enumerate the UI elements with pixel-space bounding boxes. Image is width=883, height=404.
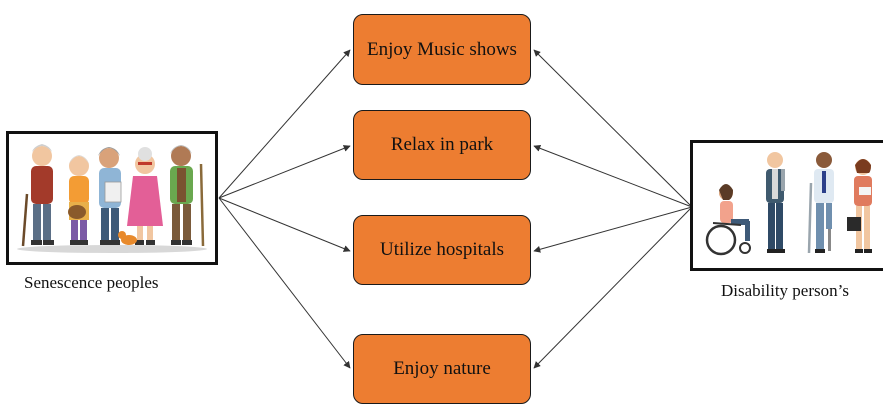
activity-box-nature: Enjoy nature: [353, 334, 531, 404]
elderly-hiker-figure: [170, 145, 205, 247]
arrow-elderly-to-hospitals: [218, 197, 351, 252]
disabled-people-illustration: [690, 140, 883, 271]
activity-box-park: Relax in park: [353, 110, 531, 180]
activity-label: Enjoy nature: [393, 358, 491, 379]
prosthetic-arm-man-figure: [766, 152, 785, 253]
arm-sling-woman-figure: [847, 159, 872, 253]
activity-label: Enjoy Music shows: [367, 38, 517, 60]
wheelchair-user-figure: [705, 184, 751, 256]
arrow-elderly-to-music: [218, 49, 351, 199]
arrow-elderly-to-nature: [218, 197, 351, 369]
arrow-elderly-to-park: [218, 145, 351, 199]
activity-box-hospitals: Utilize hospitals: [353, 215, 531, 285]
elderly-woman-figure: [68, 155, 89, 245]
elderly-group-illustration: [6, 131, 218, 265]
arrow-disabled-to-park: [533, 145, 693, 208]
activity-label: Relax in park: [390, 134, 494, 155]
arrow-disabled-to-music: [533, 49, 693, 208]
elderly-reader-figure: [98, 147, 122, 245]
elderly-pink-dress-figure: [118, 147, 163, 245]
elderly-group-caption: Senescence peoples: [24, 273, 159, 292]
elderly-man-figure: [21, 144, 54, 247]
arrow-disabled-to-nature: [533, 206, 693, 369]
activity-label: Utilize hospitals: [379, 239, 504, 260]
disabled-group-caption: Disability person’s: [721, 281, 849, 300]
prosthetic-leg-man-figure: [807, 152, 834, 254]
arrow-disabled-to-hospitals: [533, 206, 693, 253]
activity-box-music: Enjoy Music shows: [353, 14, 531, 85]
